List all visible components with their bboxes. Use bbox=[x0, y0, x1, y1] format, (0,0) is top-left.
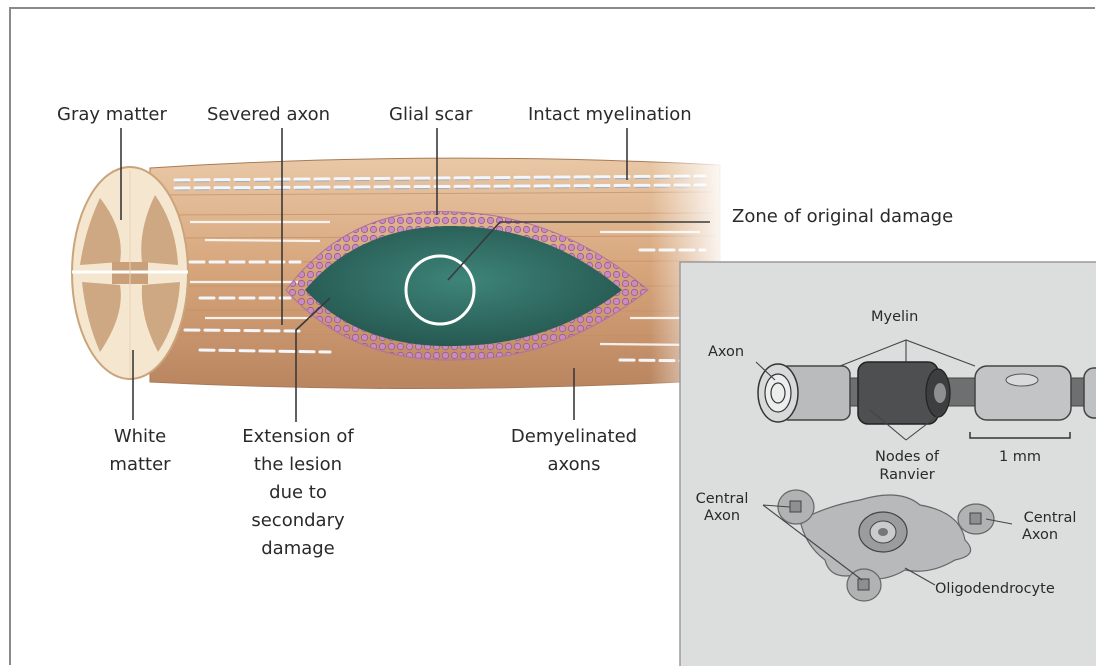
cord-cross-section bbox=[72, 167, 188, 379]
label-scale-bar: 1 mm bbox=[999, 449, 1041, 465]
label-gray-matter: Gray matter bbox=[57, 104, 168, 125]
label-central-axon-right-1: Central bbox=[1024, 510, 1077, 526]
label-extension-5: damage bbox=[261, 538, 335, 559]
label-white-matter-1: White bbox=[114, 426, 166, 447]
label-demyelinated-2: axons bbox=[548, 454, 601, 475]
label-myelin: Myelin bbox=[871, 309, 918, 325]
label-extension-4: secondary bbox=[251, 510, 345, 531]
label-nodes-of-ranvier-1: Nodes of bbox=[875, 449, 940, 465]
label-nodes-of-ranvier-2: Ranvier bbox=[879, 467, 934, 483]
label-extension-1: Extension of bbox=[242, 426, 354, 447]
label-intact-myelination: Intact myelination bbox=[528, 104, 692, 125]
label-central-axon-right-2: Axon bbox=[1022, 527, 1058, 543]
label-zone-of-original-damage: Zone of original damage bbox=[732, 206, 953, 227]
label-central-axon-left-2: Axon bbox=[704, 508, 740, 524]
label-extension-2: the lesion bbox=[254, 454, 342, 475]
inset-panel: Myelin Axon Nodes of Ranvier 1 mm Centra… bbox=[680, 262, 1096, 666]
label-glial-scar: Glial scar bbox=[389, 104, 473, 125]
label-severed-axon: Severed axon bbox=[207, 104, 330, 125]
label-oligodendrocyte: Oligodendrocyte bbox=[935, 581, 1055, 597]
label-axon: Axon bbox=[708, 344, 744, 360]
label-white-matter-2: matter bbox=[109, 454, 171, 475]
label-demyelinated-1: Demyelinated bbox=[511, 426, 637, 447]
label-central-axon-left-1: Central bbox=[696, 491, 749, 507]
label-extension-3: due to bbox=[269, 482, 327, 503]
